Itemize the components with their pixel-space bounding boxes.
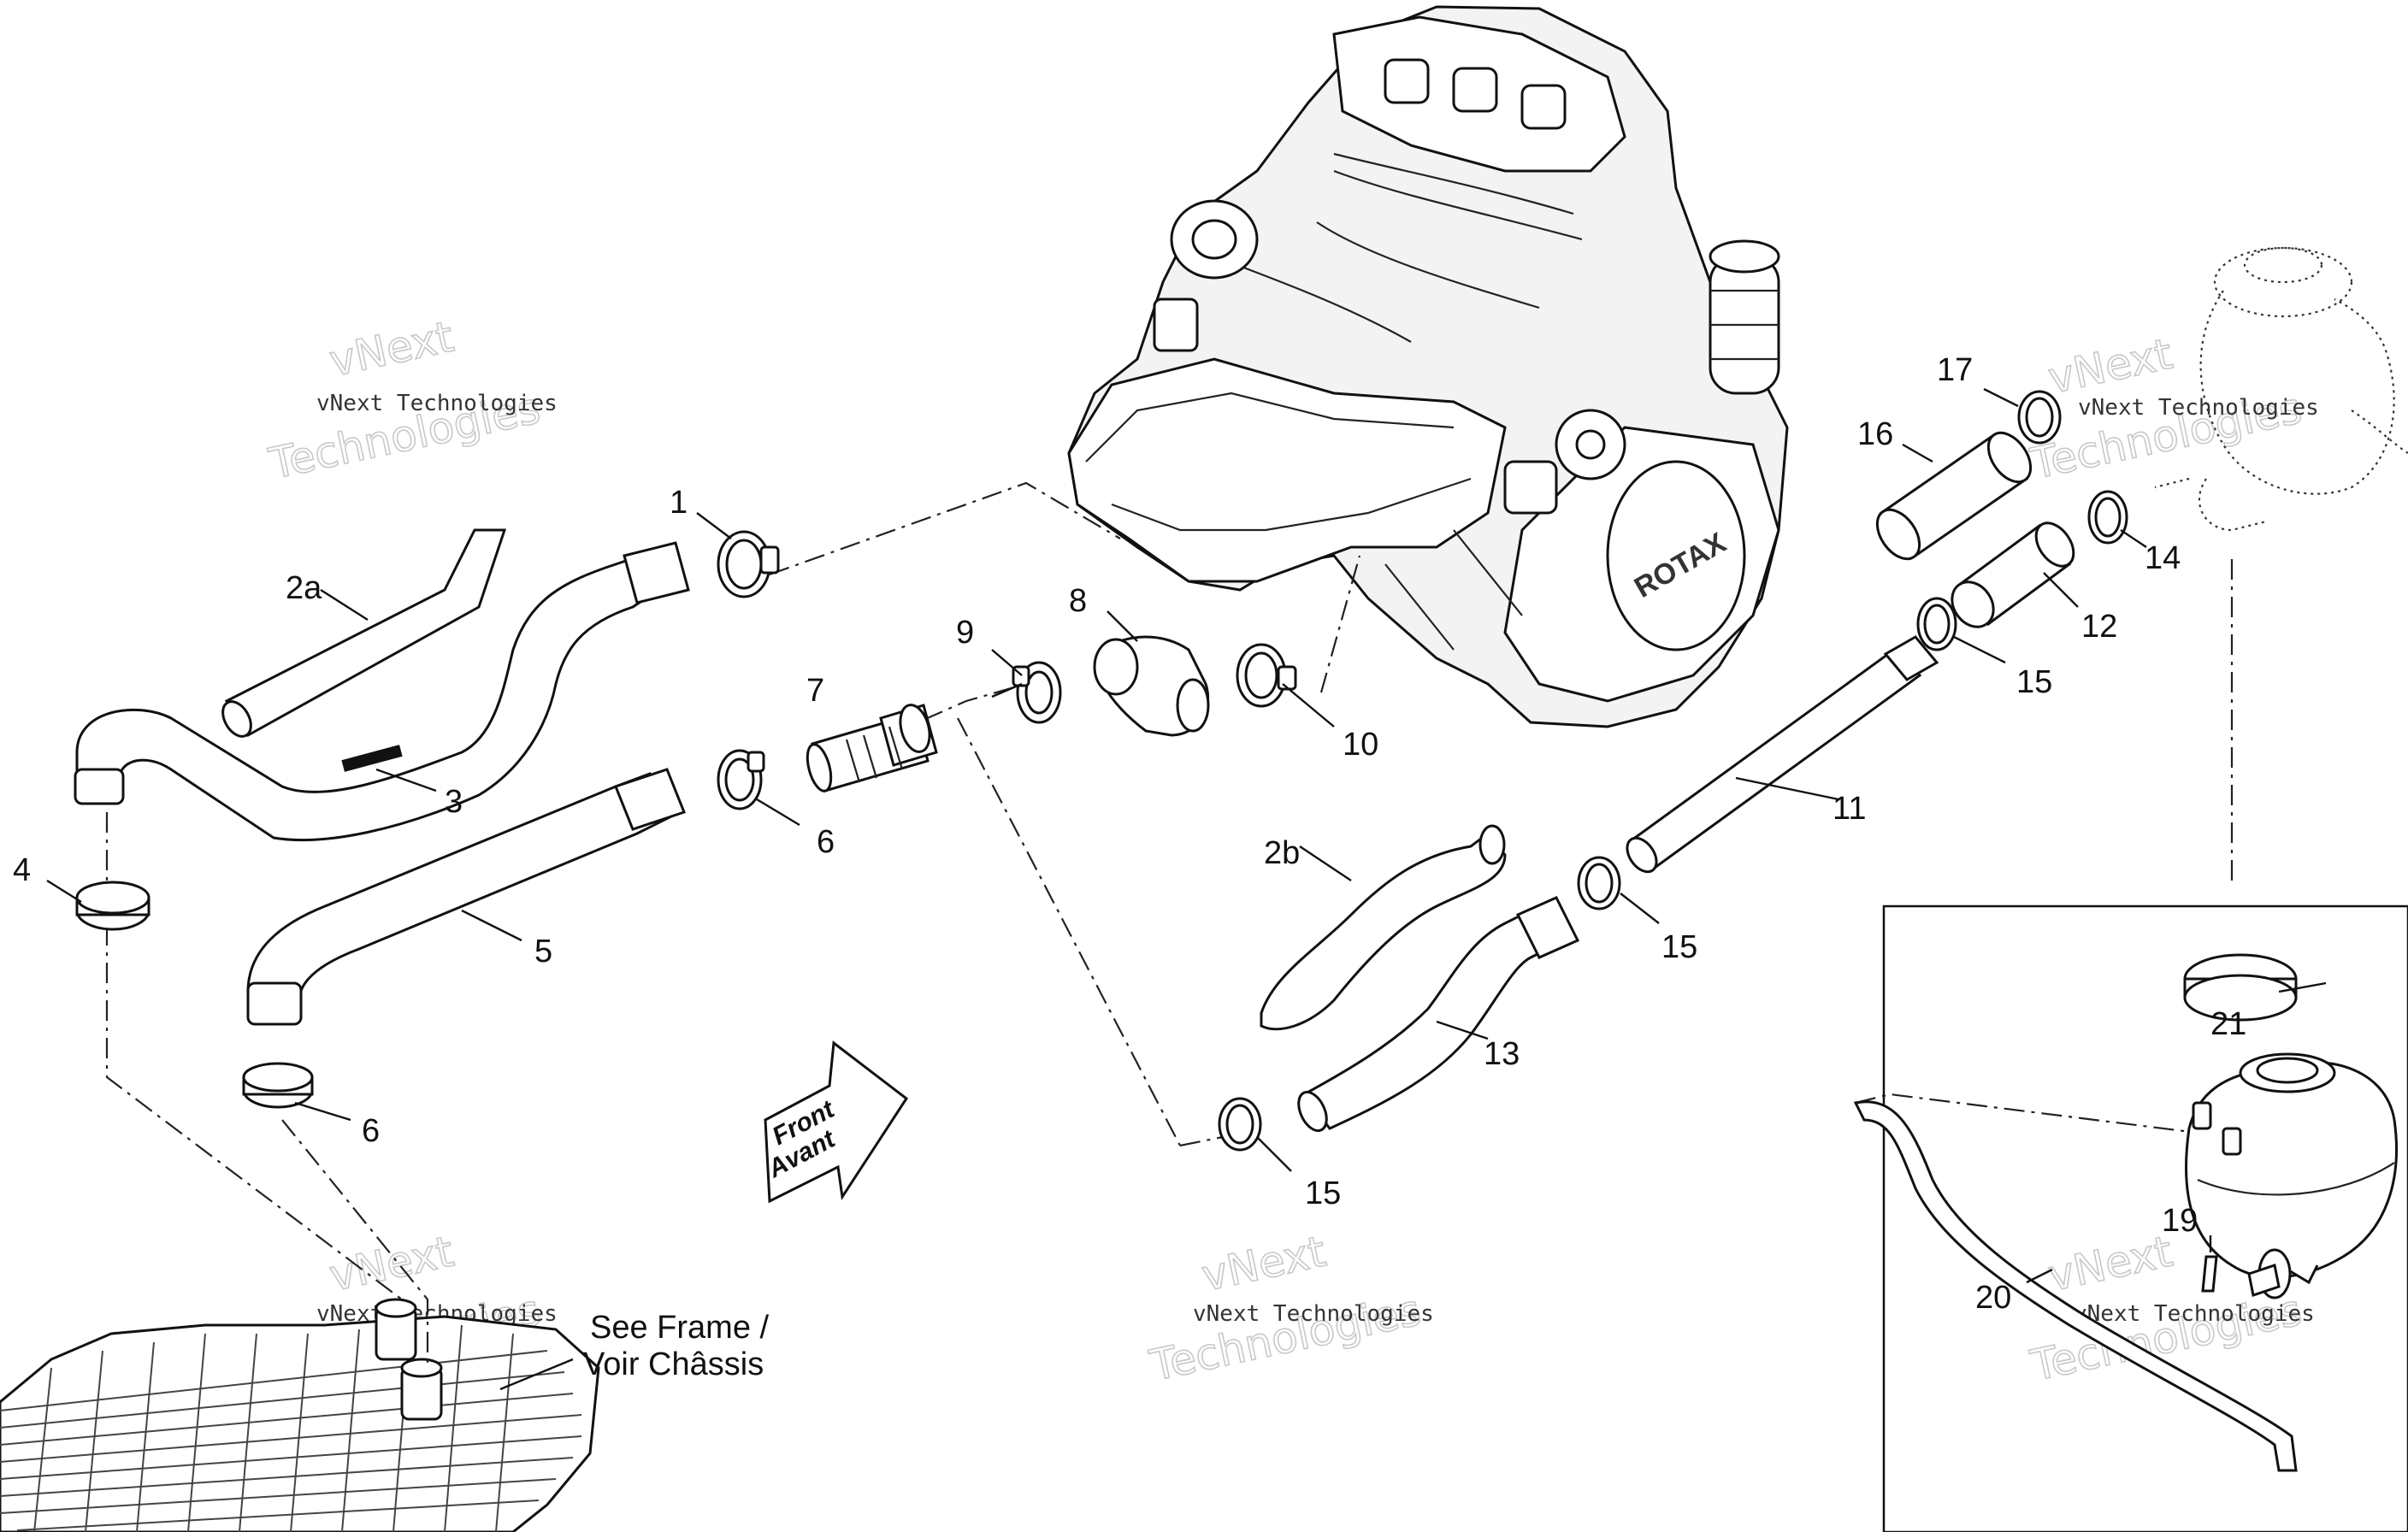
clamp-15-upper: [1916, 597, 1957, 651]
inset-frame: [1882, 904, 2408, 1532]
watermark-bottom-center: vNext Technologies vNext Technologies: [1145, 1226, 1434, 1392]
elbow-8: [1093, 635, 1210, 737]
fitting-7: [806, 704, 938, 793]
callout-12: 12: [2081, 609, 2117, 645]
callout-15-lower: 15: [1305, 1176, 1341, 1211]
clamp-15-lower: [1218, 1097, 1262, 1152]
watermark-big-line1: vNext: [325, 1227, 457, 1301]
hose-3: [74, 541, 690, 842]
callout-11: 11: [1833, 791, 1866, 827]
watermark-small: vNext Technologies: [2074, 1301, 2315, 1327]
see-frame-note: See Frame / Voir Châssis: [499, 1310, 770, 1391]
watermark-small: vNext Technologies: [316, 391, 558, 416]
callout-numbers: 1 2a 2b 3 4 5 6 6 7 8 9 10 11 12 13 14 1…: [13, 352, 2246, 1316]
hose-12: [1951, 521, 2075, 628]
watermark-big-line1: vNext: [325, 312, 457, 386]
callout-6-top: 6: [817, 824, 835, 860]
leader-lines: [46, 387, 2212, 1284]
callout-2b: 2b: [1264, 835, 1300, 871]
clamp-14: [2087, 490, 2128, 545]
callout-19: 19: [2162, 1203, 2198, 1239]
radiator: [0, 1298, 600, 1532]
callout-20: 20: [1975, 1280, 2011, 1316]
clamp-9: [1012, 661, 1062, 724]
callout-17: 17: [1937, 352, 1973, 388]
callout-15-middle: 15: [1661, 929, 1697, 965]
tube-11: [1626, 635, 1939, 874]
callout-15-upper: 15: [2016, 664, 2052, 700]
watermark-small: vNext Technologies: [1193, 1301, 1434, 1327]
see-frame-line2: Voir Châssis: [583, 1346, 764, 1382]
clamp-1: [717, 530, 780, 598]
callout-7: 7: [806, 673, 824, 709]
watermark-top-left: vNext Technologies vNext Technologies: [264, 311, 558, 490]
clamp-15-middle: [1577, 856, 1621, 910]
expansion-tank-inset: [1853, 904, 2408, 1532]
hose-13: [1297, 896, 1580, 1133]
clamp-6-top: [717, 749, 765, 810]
callout-3: 3: [445, 784, 463, 820]
callout-16: 16: [1857, 416, 1893, 452]
engine-assembly: ROTAX: [1067, 5, 1789, 728]
watermark-big-line1: vNext: [2044, 1227, 2176, 1301]
clamp-17: [2017, 390, 2062, 445]
callout-2a: 2a: [286, 570, 322, 606]
callout-4: 4: [13, 852, 31, 888]
callout-13: 13: [1484, 1036, 1520, 1072]
callout-8: 8: [1069, 583, 1087, 619]
clamp-6-bottom: [242, 1062, 314, 1109]
callout-5: 5: [534, 934, 552, 969]
watermark-small: vNext Technologies: [2078, 395, 2319, 421]
callout-21: 21: [2210, 1006, 2246, 1042]
callout-1: 1: [670, 485, 688, 521]
callout-9: 9: [956, 615, 974, 651]
watermark-big-line1: vNext: [1197, 1227, 1330, 1301]
expansion-tank-ghost: [2154, 246, 2408, 532]
sleeve-16: [1875, 431, 2033, 561]
callout-14: 14: [2145, 540, 2181, 576]
watermark-big-line1: vNext: [2044, 329, 2176, 404]
hose-2a: [221, 528, 507, 738]
clamp-10: [1236, 643, 1297, 708]
callout-6-bottom: 6: [362, 1113, 380, 1149]
clamp-4: [75, 881, 150, 931]
hose-2b: [1260, 824, 1507, 1031]
see-frame-line1: See Frame /: [590, 1310, 770, 1346]
callout-10: 10: [1343, 727, 1378, 763]
front-direction-arrow: Front Avant: [763, 1040, 909, 1204]
hose-5: [246, 768, 686, 1026]
watermark-top-right: vNext Technologies vNext Technologies: [2026, 328, 2319, 490]
